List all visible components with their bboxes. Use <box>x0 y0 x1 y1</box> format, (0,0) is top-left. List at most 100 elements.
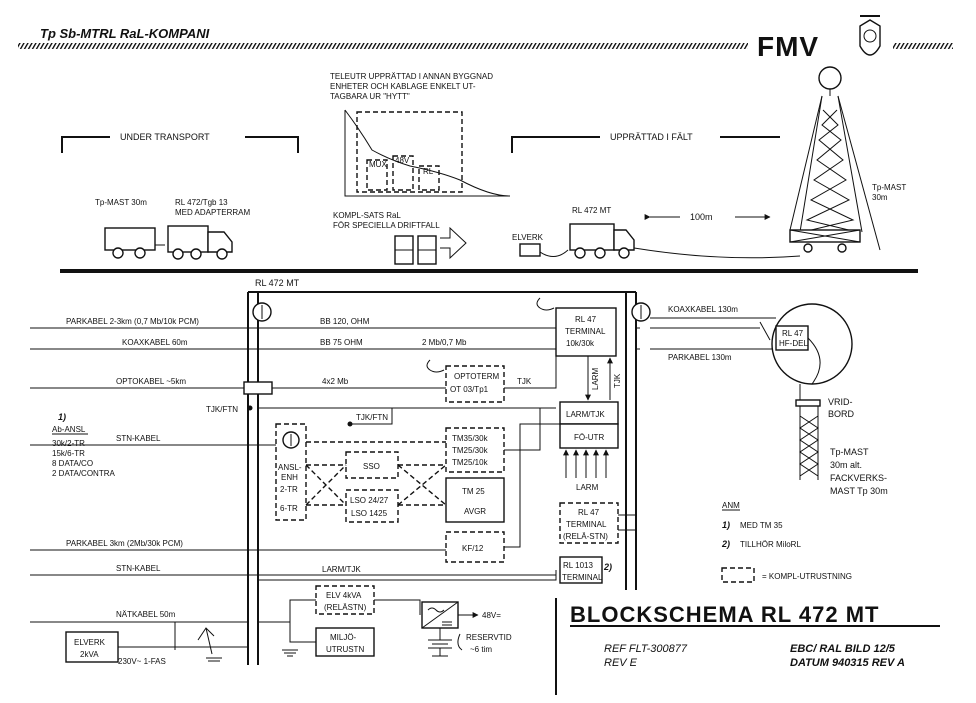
vridbord-icon <box>795 399 821 407</box>
svg-text:TM25/30k: TM25/30k <box>452 446 489 455</box>
v48-out-label: 48V= <box>482 611 501 620</box>
park130-label: PARKABEL 130m <box>668 353 732 362</box>
rl-label: RL <box>423 167 434 176</box>
lso-box: LSO 24/27 LSO 1425 <box>345 489 399 523</box>
ref-number: REF FLT-300877 <box>604 643 688 655</box>
tm35-box: TM35/30k TM25/30k TM25/10k <box>445 427 505 473</box>
lattice-mast-icon <box>789 66 881 253</box>
mb2-label: 2 Mb/0,7 Mb <box>422 338 467 347</box>
ground-icon <box>282 649 298 657</box>
svg-text:TERMINAL: TERMINAL <box>562 573 603 582</box>
tp-mast-right-line2: 30m <box>872 193 888 202</box>
ab-ansl-3: 8 DATA/CO <box>52 459 93 468</box>
svg-text:TM25/10k: TM25/10k <box>452 458 489 467</box>
tjk-ftn-label: TJK/FTN <box>206 405 238 414</box>
larm-input-arrows <box>563 449 609 478</box>
ab-ansl-4: 2 DATA/CONTRA <box>52 469 115 478</box>
ab-ansl-title: Ab-ANSL <box>52 425 86 434</box>
tjk-ftn-inner-label: TJK/FTN <box>356 413 388 422</box>
header: Tp Sb-MTRL RaL-KOMPANI FMV <box>18 15 953 62</box>
battery-icon <box>428 628 452 657</box>
anm-note2-text: TILLHÖR MiloRL <box>740 540 801 549</box>
svg-text:2-TR: 2-TR <box>280 485 298 494</box>
ab-ansl-2: 15k/6-TR <box>52 449 85 458</box>
reservtid-line2: ~6 tim <box>470 645 492 654</box>
svg-text:(RELÄ-STN): (RELÄ-STN) <box>563 532 608 541</box>
top-connectors <box>252 302 651 322</box>
upprattad-label: UPPRÄTTAD I FÄLT <box>610 132 693 142</box>
svg-text:MILJÖ-: MILJÖ- <box>330 633 357 642</box>
svg-text:AVGR: AVGR <box>464 507 486 516</box>
teleutr-line1: TELEUTR UPPRÄTTAD I ANNAN BYGGNAD <box>330 72 493 81</box>
field-truck-icon <box>519 223 801 259</box>
svg-text:OPTOTERM: OPTOTERM <box>454 372 500 381</box>
handset-icon <box>536 297 555 311</box>
parkabel3-label: PARKABEL 3km (2Mb/30k PCM) <box>66 539 183 548</box>
mast-line4: MAST Tp 30m <box>830 486 888 496</box>
svg-text:2): 2) <box>721 539 730 549</box>
footer: BLOCKSCHEMA RL 472 MT REF FLT-300877 REV… <box>555 598 940 695</box>
ref-rev: REV E <box>604 657 638 669</box>
sso-box: SSO <box>345 451 399 479</box>
koax130-label: KOAXKABEL 130m <box>668 305 738 314</box>
svg-text:6-TR: 6-TR <box>280 504 298 513</box>
right-side: KOAXKABEL 130m PARKABEL 130m RL 47 HF-DE… <box>636 303 888 496</box>
anm-notes: ANM 1) MED TM 35 2) TILLHÖR MiloRL = KOM… <box>721 501 852 583</box>
reservtid-brace <box>457 633 463 651</box>
svg-text:(RELÄSTN): (RELÄSTN) <box>324 603 367 612</box>
mb4x2-label: 4x2 Mb <box>322 377 349 386</box>
svg-text:RL 1013: RL 1013 <box>563 561 594 570</box>
svg-text:ELVERK: ELVERK <box>74 638 106 647</box>
natkabel-label: NÄTKABEL 50m <box>116 610 176 619</box>
tjk-label: TJK <box>517 377 532 386</box>
bb120-label: BB 120, OHM <box>320 317 370 326</box>
svg-text:KF/12: KF/12 <box>462 544 484 553</box>
tp-mast-left-label: Tp-MAST 30m <box>95 198 147 207</box>
opto-feedthrough <box>243 381 273 395</box>
stn-kabel-label: STN-KABEL <box>116 434 161 443</box>
kompl-line1: KOMPL-SATS RaL <box>333 211 401 220</box>
transport-truck-icon <box>104 225 233 260</box>
top-section: UNDER TRANSPORT UPPRÄTTAD I FÄLT TELEUTR… <box>61 66 906 265</box>
block-diagram-main: RL 472 MT PARKABEL 2-3km (0,7 Mb/10k PCM… <box>30 278 888 666</box>
fo-utr-box: FÖ-UTR <box>559 423 619 449</box>
larm-tjk-bottom-line <box>258 570 557 581</box>
shelter-inner-wall <box>257 292 627 665</box>
diagram-title: BLOCKSCHEMA RL 472 MT <box>570 602 879 627</box>
svg-text:ENH: ENH <box>281 473 298 482</box>
elverk-field-label: ELVERK <box>512 233 544 242</box>
rela-connections <box>618 514 636 531</box>
bb75-label: BB 75 OHM <box>320 338 363 347</box>
ground-stake-icon <box>197 627 215 655</box>
larm-tjk-box: LARM/TJK <box>559 401 619 425</box>
tp-mast-right-line1: Tp-MAST <box>872 183 906 192</box>
tjk-v-label: TJK <box>613 373 622 388</box>
power-distribution-lines <box>258 599 421 643</box>
anm-title: ANM <box>722 501 740 510</box>
v48-label: 48V <box>395 156 410 165</box>
rl472-tgb-line2: MED ADAPTERRAM <box>175 208 250 217</box>
svg-text:TM 25: TM 25 <box>462 487 485 496</box>
svg-text:ANSL-: ANSL- <box>278 463 302 472</box>
small-mast-icon <box>799 406 819 480</box>
svg-text:TM35/30k: TM35/30k <box>452 434 489 443</box>
kompl-line2: FÖR SPECIELLA DRIFTFALL <box>333 221 440 230</box>
svg-text:OT 03/Tp1: OT 03/Tp1 <box>450 385 489 394</box>
vridbord-line1: VRID- <box>828 397 853 407</box>
svg-text:RL 47: RL 47 <box>782 329 804 338</box>
optoterm-box: OPTOTERM OT 03/Tp1 <box>445 365 505 403</box>
under-transport-bracket <box>61 136 299 153</box>
opto-tjk-line <box>504 356 557 389</box>
stn-kabel2-label: STN-KABEL <box>116 564 161 573</box>
fas-label: 230V~ 1-FAS <box>118 657 166 666</box>
svg-text:RL 47: RL 47 <box>575 315 597 324</box>
svg-text:TERMINAL: TERMINAL <box>566 520 607 529</box>
legend-text: = KOMPL-UTRUSTNING <box>762 572 852 581</box>
mast-line3: FACKVERKS- <box>830 473 887 483</box>
ansl-enh-box: ANSL- ENH 2-TR 6-TR <box>275 423 307 521</box>
fmv-crest-icon <box>859 15 881 56</box>
hf-del-box <box>775 325 809 351</box>
datum-label: DATUM 940315 REV A <box>790 657 905 669</box>
larm-v-label: LARM <box>591 367 600 390</box>
